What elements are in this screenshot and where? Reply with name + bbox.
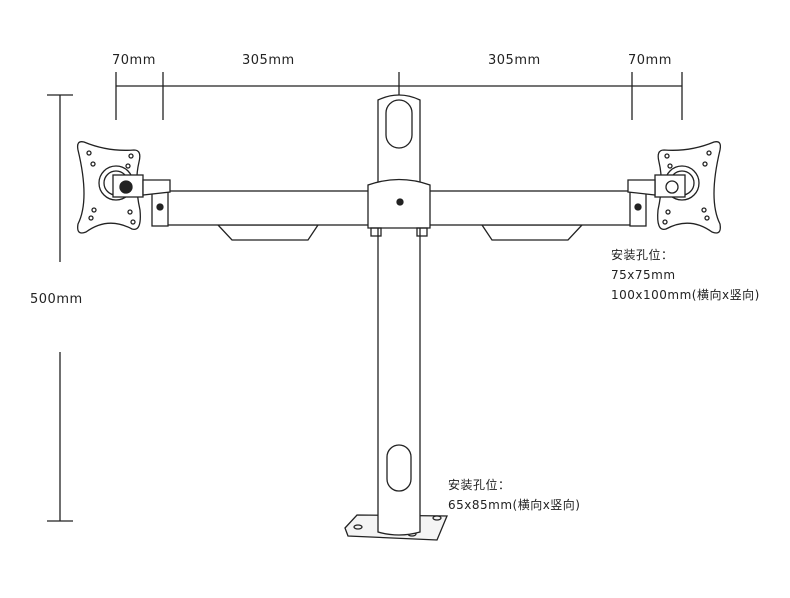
vesa-note-line2: 100x100mm(横向x竖向) [611, 288, 760, 302]
dim-right-arm: 305mm [488, 53, 541, 68]
base-note-line1: 65x85mm(横向x竖向) [448, 498, 581, 512]
width-dimension-line [115, 72, 683, 120]
dim-right-offset: 70mm [628, 53, 672, 68]
right-vesa-plate [627, 141, 722, 234]
dim-height: 500mm [30, 292, 83, 307]
left-vesa-plate [76, 141, 171, 234]
vesa-note: 安装孔位： 75x75mm 100x100mm(横向x竖向) [611, 245, 760, 305]
base-note-title: 安装孔位： [448, 478, 511, 492]
height-dimension-line [47, 94, 73, 522]
horizontal-arm [151, 178, 647, 237]
dim-left-arm: 305mm [242, 53, 295, 68]
dim-left-offset: 70mm [112, 53, 156, 68]
base-note: 安装孔位： 65x85mm(横向x竖向) [448, 475, 581, 515]
vesa-note-line1: 75x75mm [611, 268, 676, 282]
vesa-note-title: 安装孔位： [611, 248, 674, 262]
pole [377, 94, 421, 536]
